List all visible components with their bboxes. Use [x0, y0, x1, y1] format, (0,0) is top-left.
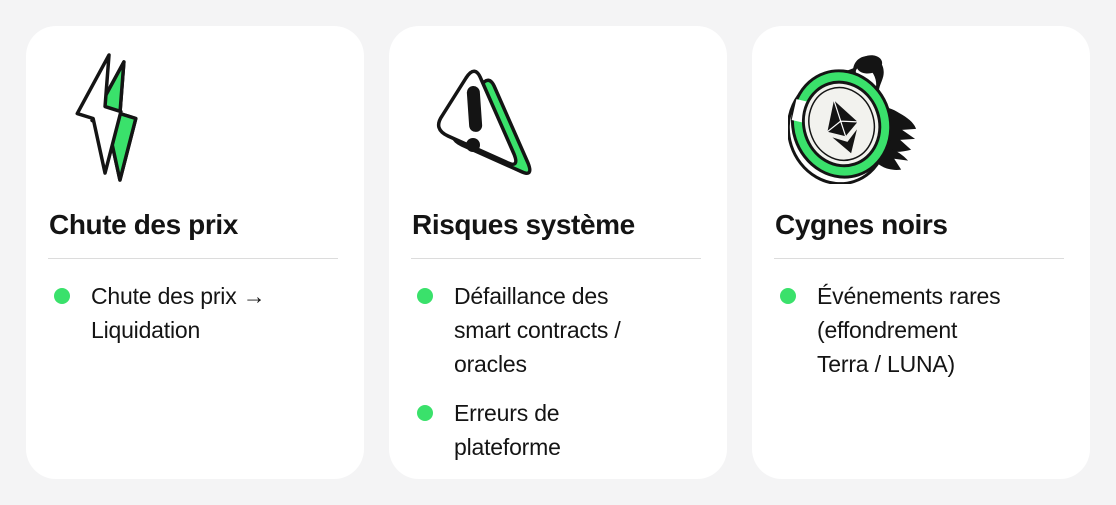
bullet-text: Défaillance des smart contracts / oracle… — [454, 283, 621, 377]
list-item: Erreurs de plateforme — [411, 396, 701, 464]
warning-triangle-svg — [436, 69, 532, 175]
lightning-bolt-icon — [62, 52, 338, 186]
bullet-list: Événements rares (effondrement Terra / L… — [774, 279, 1064, 381]
card-title: Risques système — [412, 209, 635, 240]
divider — [411, 258, 701, 259]
card-system-risks: Risques système Défaillance des smart co… — [389, 26, 727, 479]
list-item: Défaillance des smart contracts / oracle… — [411, 279, 701, 381]
bullet-list: Défaillance des smart contracts / oracle… — [411, 279, 701, 464]
list-item: Chute des prix → Liquidation — [48, 279, 338, 347]
bullet-text: Erreurs de plateforme — [454, 400, 561, 460]
lightning-bolt-svg — [75, 53, 138, 182]
card-price-drop: Chute des prix Chute des prix → Liquidat… — [26, 26, 364, 479]
bullet-dot-icon — [780, 288, 796, 304]
bullet-text: Chute des prix → Liquidation — [91, 283, 266, 343]
card-black-swans: Cygnes noirs Événements rares (effondrem… — [752, 26, 1090, 479]
divider — [774, 258, 1064, 259]
black-swan-coin-svg — [786, 55, 917, 186]
list-item: Événements rares (effondrement Terra / L… — [774, 279, 1064, 381]
bullet-list: Chute des prix → Liquidation — [48, 279, 338, 347]
bullet-text: Événements rares (effondrement Terra / L… — [817, 283, 1001, 377]
divider — [48, 258, 338, 259]
black-swan-coin-icon — [786, 52, 1064, 186]
card-title: Chute des prix — [49, 209, 238, 240]
bullet-dot-icon — [417, 405, 433, 421]
warning-triangle-icon — [425, 52, 701, 186]
bullet-dot-icon — [54, 288, 70, 304]
bullet-dot-icon — [417, 288, 433, 304]
card-title: Cygnes noirs — [775, 209, 948, 240]
